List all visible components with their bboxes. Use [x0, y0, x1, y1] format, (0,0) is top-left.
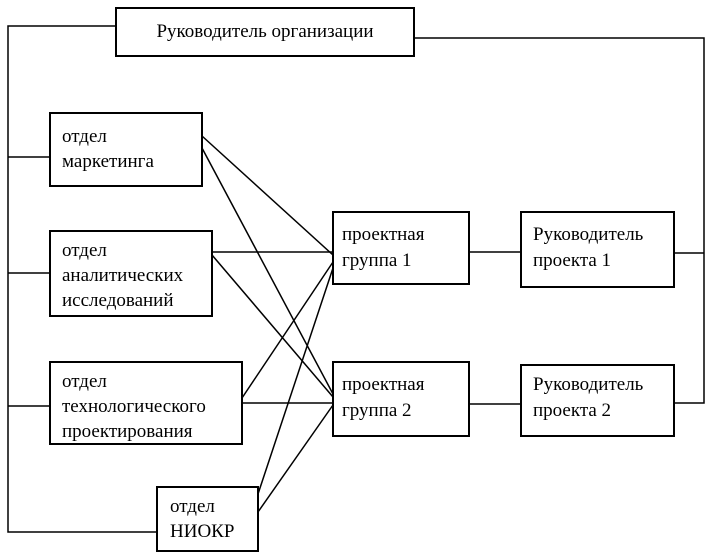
node-tech-label: отдел технологического проектирования [62, 371, 211, 442]
link-marketing-group1 [201, 135, 334, 256]
node-marketing: отдел маркетинга [49, 112, 203, 187]
node-group1: проектная группа 1 [332, 211, 470, 285]
node-analytics: отдел аналитических исследований [49, 230, 213, 317]
node-manager2-label: Руководитель проекта 2 [533, 374, 648, 421]
node-group2-label: проектная группа 2 [342, 374, 429, 421]
node-head-label: Руководитель организации [156, 21, 373, 42]
link-analytics-group2 [211, 254, 334, 398]
node-analytics-label: отдел аналитических исследований [62, 240, 188, 311]
node-marketing-label: отдел маркетинга [62, 126, 154, 172]
node-group2: проектная группа 2 [332, 361, 470, 437]
node-rnd: отдел НИОКР [156, 486, 259, 552]
link-rnd-group2 [257, 404, 334, 513]
node-group1-label: проектная группа 1 [342, 224, 429, 271]
link-tech-group1 [241, 261, 334, 399]
connector-head-to-managers [414, 37, 705, 404]
node-manager2: Руководитель проекта 2 [520, 364, 675, 437]
node-head: Руководитель организации [115, 7, 415, 57]
link-marketing-group2 [201, 147, 334, 395]
node-rnd-label: отдел НИОКР [170, 496, 234, 542]
link-rnd-group1 [257, 267, 334, 495]
node-manager1-label: Руководитель проекта 1 [533, 224, 648, 271]
node-tech: отдел технологического проектирования [49, 361, 243, 445]
connector-head-to-departments [7, 25, 157, 533]
node-manager1: Руководитель проекта 1 [520, 211, 675, 288]
